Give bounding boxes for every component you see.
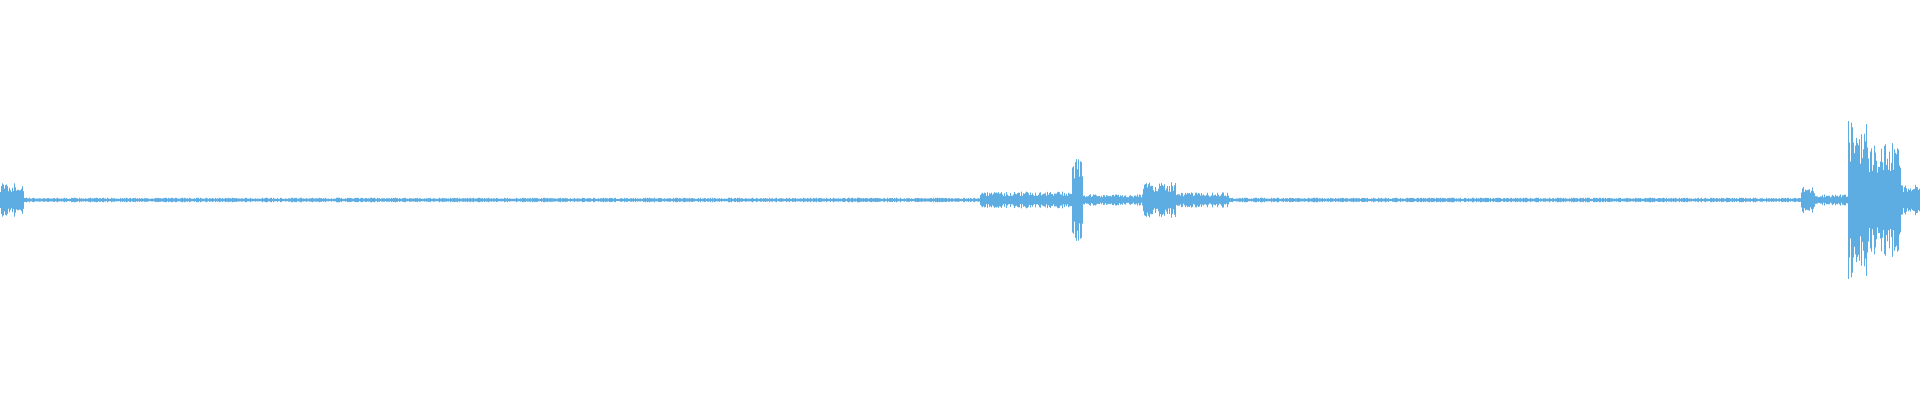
waveform-path: [0, 121, 1920, 279]
waveform-bars: [0, 121, 1920, 279]
